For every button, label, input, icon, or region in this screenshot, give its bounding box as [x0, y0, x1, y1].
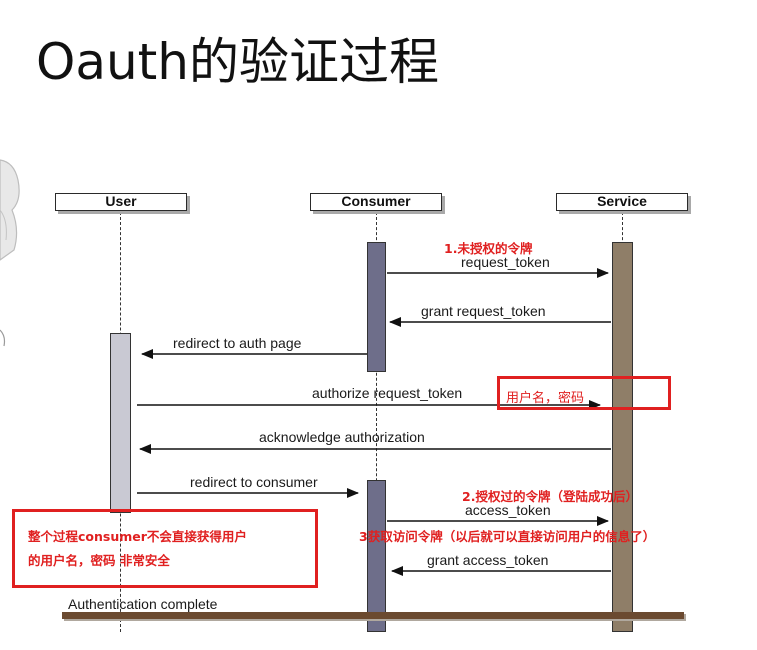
label-grant-request-token: grant request_token	[421, 303, 546, 319]
annotation-step3: 3获取访问令牌（以后就可以直接访问用户的信息了）	[359, 529, 656, 544]
actor-consumer: Consumer	[310, 193, 442, 211]
label-grant-access-token: grant access_token	[427, 552, 549, 568]
page-title: Oauth的验证过程	[36, 33, 439, 91]
label-authorize-request-token: authorize request_token	[312, 385, 463, 401]
annotation-step2: 2.授权过的令牌（登陆成功后）	[462, 489, 638, 504]
label-request-token: request_token	[461, 254, 550, 270]
actor-service: Service	[556, 193, 688, 211]
security-note-box	[12, 509, 318, 588]
consumer-activation-1	[367, 242, 386, 372]
label-access-token: access_token	[465, 502, 551, 518]
auth-complete-bar	[62, 612, 684, 619]
security-note-line1: 整个过程consumer不会直接获得用户	[28, 529, 247, 544]
service-activation	[612, 242, 633, 632]
label-redirect-consumer: redirect to consumer	[190, 474, 318, 490]
security-note-line2: 的用户名，密码 非常安全	[28, 553, 170, 568]
annotation-credentials: 用户名，密码	[506, 391, 585, 406]
consumer-lifeline	[376, 212, 377, 632]
actor-user: User	[55, 193, 187, 211]
user-activation	[110, 333, 131, 513]
figure-illustration	[0, 159, 20, 347]
annotation-step1: 1.未授权的令牌	[444, 241, 533, 256]
label-redirect-auth: redirect to auth page	[173, 335, 302, 351]
label-auth-complete: Authentication complete	[68, 596, 218, 612]
credentials-highlight-box	[497, 376, 671, 410]
consumer-activation-2	[367, 480, 386, 632]
label-acknowledge: acknowledge authorization	[259, 429, 425, 445]
